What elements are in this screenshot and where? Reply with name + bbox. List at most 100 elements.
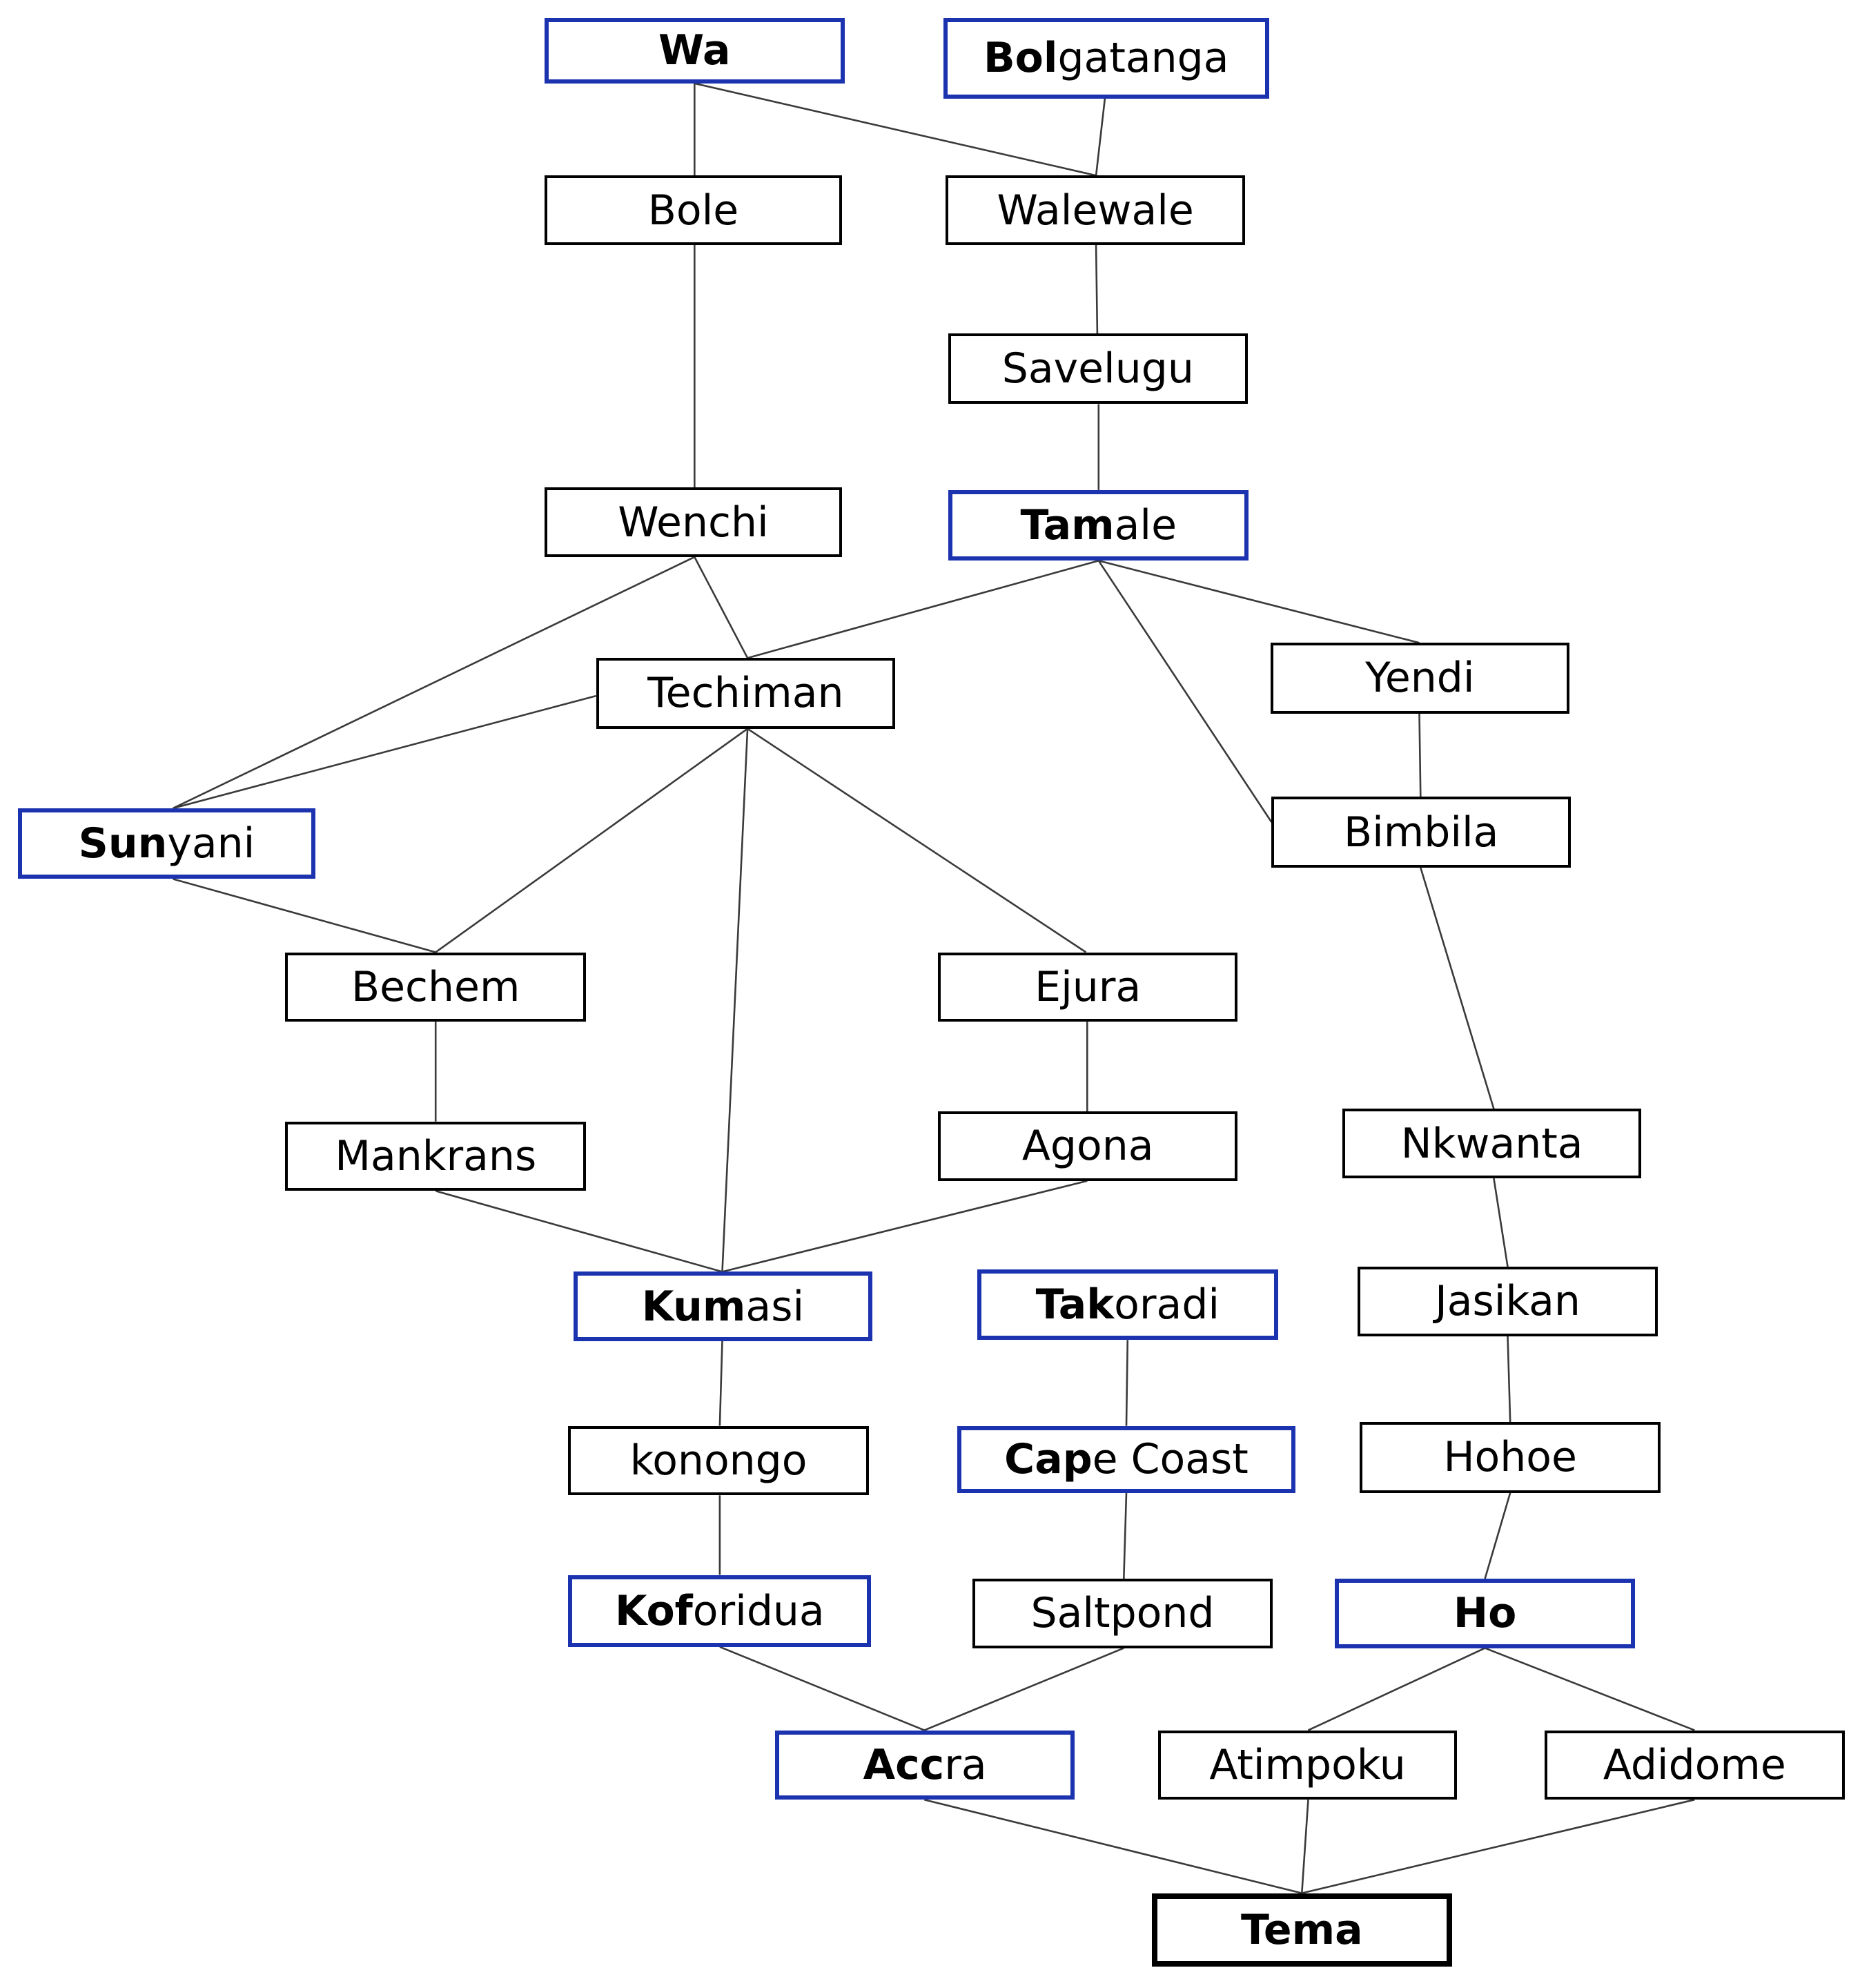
node-label-bold: Tema [1240,1905,1363,1954]
edge-techiman-ejura [747,728,1087,953]
node-label-regular: Bole [647,186,739,235]
node-tema: Tema [1151,1893,1453,1967]
node-label: Koforidua [615,1587,825,1635]
node-tamale: Tamale [948,489,1249,561]
node-label: Yendi [1365,654,1474,702]
node-label-regular: Nkwanta [1400,1119,1583,1168]
edge-techiman-kumasi [721,728,749,1272]
node-agona: Agona [938,1111,1237,1181]
node-label: Nkwanta [1401,1120,1583,1168]
edge-kumasi-konongo [718,1341,723,1426]
edge-jasikan-hohoe [1507,1336,1511,1423]
edge-adidome-tema [1301,1798,1695,1894]
edge-saltpond-accra [923,1647,1124,1731]
edge-wa-walewale [694,82,1097,177]
edge-nkwanta-jasikan [1493,1178,1509,1267]
node-label-regular: Bechem [351,962,520,1011]
edge-walewale-savelugu [1095,244,1099,334]
node-label: Techiman [647,669,843,717]
node-label: Bimbila [1344,808,1498,857]
node-label-regular: oradi [1114,1280,1220,1329]
node-label-regular: Jasikan [1435,1277,1580,1326]
node-atimpoku: Atimpoku [1157,1730,1458,1800]
node-label-regular: Atimpoku [1209,1740,1406,1789]
edge-atimpoku-tema [1301,1800,1309,1893]
node-label: Saltpond [1031,1589,1215,1637]
node-hohoe: Hohoe [1360,1422,1661,1493]
node-label: Accra [863,1741,987,1789]
node-label: Agona [1022,1122,1154,1170]
node-wa: Wa [544,17,845,84]
node-sunyani: Sunyani [17,808,316,879]
node-label-regular: oridua [692,1586,825,1635]
edge-techiman-sunyani [173,694,596,810]
node-label: Mankrans [335,1132,536,1180]
node-label: Hohoe [1443,1433,1576,1481]
node-bechem: Bechem [285,952,586,1022]
node-label: Adidome [1603,1741,1786,1789]
node-label: Tema [1241,1906,1363,1954]
node-label-bold: Tam [1020,501,1115,550]
node-label: Jasikan [1435,1277,1580,1325]
node-label-bold: Wa [658,26,731,75]
node-label-regular: ale [1114,501,1177,550]
node-label: Walewale [997,186,1194,235]
node-label-regular: Ejura [1035,962,1142,1011]
edge-accra-tema [923,1798,1302,1894]
node-takoradi: Takoradi [977,1269,1278,1341]
node-mankrans: Mankrans [285,1121,586,1191]
node-label: Bole [648,186,738,235]
edge-wenchi-techiman [694,556,749,659]
node-koforidua: Koforidua [568,1575,872,1647]
node-label-regular: asi [745,1282,805,1331]
edge-wenchi-sunyani [173,556,695,810]
node-accra: Accra [775,1730,1075,1800]
node-ho: Ho [1334,1578,1636,1648]
node-label-regular: yani [167,819,255,868]
node-wenchi: Wenchi [544,487,843,557]
node-label: Bolgatanga [983,34,1229,82]
node-jasikan: Jasikan [1357,1267,1658,1336]
edge-tamale-bimbila [1097,560,1273,823]
edge-tamale-yendi [1098,560,1420,644]
node-label-bold: Ho [1453,1589,1517,1638]
node-label-bold: Tak [1035,1280,1115,1329]
node-label-regular: Yendi [1365,654,1475,703]
node-capecoast: Cape Coast [957,1425,1296,1493]
edge-agona-kumasi [722,1180,1088,1273]
node-yendi: Yendi [1270,643,1570,714]
node-label-regular: Saltpond [1030,1589,1215,1638]
node-label: Tamale [1020,501,1177,549]
edge-sunyani-bechem [173,878,436,953]
node-label: Atimpoku [1209,1741,1405,1789]
node-konongo: konongo [568,1425,869,1496]
node-label: konongo [630,1436,807,1485]
node-label-bold: Acc [863,1740,945,1789]
edge-bimbila-nkwanta [1420,867,1495,1109]
node-label-regular: Adidome [1603,1740,1786,1789]
node-label-regular: Bimbila [1343,808,1499,857]
node-label-regular: gatanga [1057,34,1229,83]
edge-techiman-bechem [435,728,748,953]
edge-ho-atimpoku [1307,1647,1486,1731]
node-kumasi: Kumasi [573,1271,873,1342]
node-bimbila: Bimbila [1271,797,1572,868]
edge-koforidua-accra [719,1646,925,1731]
edge-capecoast-saltpond [1123,1492,1128,1579]
node-label-regular: Techiman [647,669,844,718]
node-label: Wa [658,26,731,75]
edge-ho-adidome [1485,1647,1695,1731]
node-label: Sunyani [79,819,255,868]
node-label-regular: Hohoe [1443,1433,1577,1482]
node-label-regular: Wenchi [618,498,769,547]
node-label-regular: ra [944,1740,987,1789]
node-bolgatanga: Bolgatanga [943,17,1269,99]
node-label-bold: Bol [983,34,1058,83]
node-savelugu: Savelugu [948,333,1248,405]
node-label-bold: Kof [615,1586,693,1635]
node-ejura: Ejura [938,952,1237,1022]
edge-hohoe-ho [1484,1492,1511,1579]
edge-bolgatanga-walewale [1095,98,1106,176]
